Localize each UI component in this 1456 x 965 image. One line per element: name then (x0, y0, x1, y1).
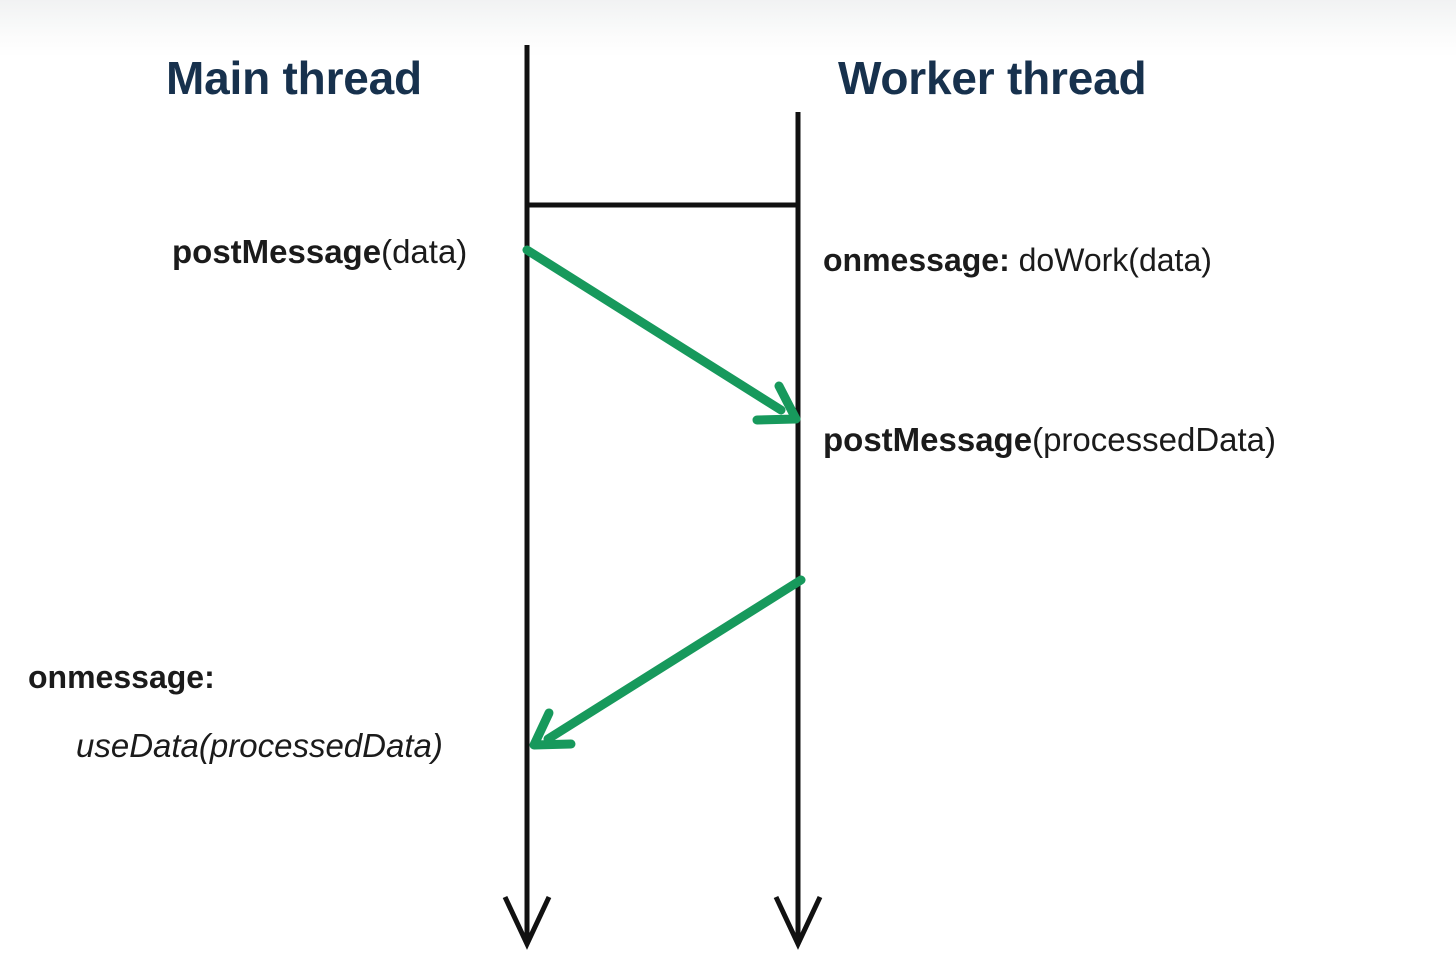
lifeline-main-thread-arrowhead (502, 895, 552, 950)
lifeline-title-worker-thread: Worker thread (838, 52, 1147, 104)
label-data-argument: (data) (381, 233, 468, 270)
message-arrow-worker-to-main (529, 575, 806, 750)
label-onmessage-dowork: onmessage: doWork(data) (823, 242, 1212, 278)
label-use-data-call: useData(processedData) (76, 727, 443, 764)
label-onmessage-text: onmessage: (823, 242, 1010, 278)
message-arrow-main-to-worker (522, 245, 801, 425)
label-dowork-call: doWork(data) (1009, 242, 1212, 278)
label-post-message-text-2: postMessage (823, 421, 1033, 458)
lifeline-title-main-thread: Main thread (166, 52, 422, 104)
label-onmessage-main-thread: onmessage: (28, 659, 215, 695)
label-post-message-processed-data: postMessage(processedData) (823, 421, 1277, 458)
label-processed-data-argument: (processedData) (1032, 421, 1277, 458)
label-post-message-text: postMessage (172, 233, 382, 270)
label-post-message-data: postMessage(data) (172, 233, 468, 270)
lifeline-worker-thread-arrowhead (773, 895, 823, 950)
